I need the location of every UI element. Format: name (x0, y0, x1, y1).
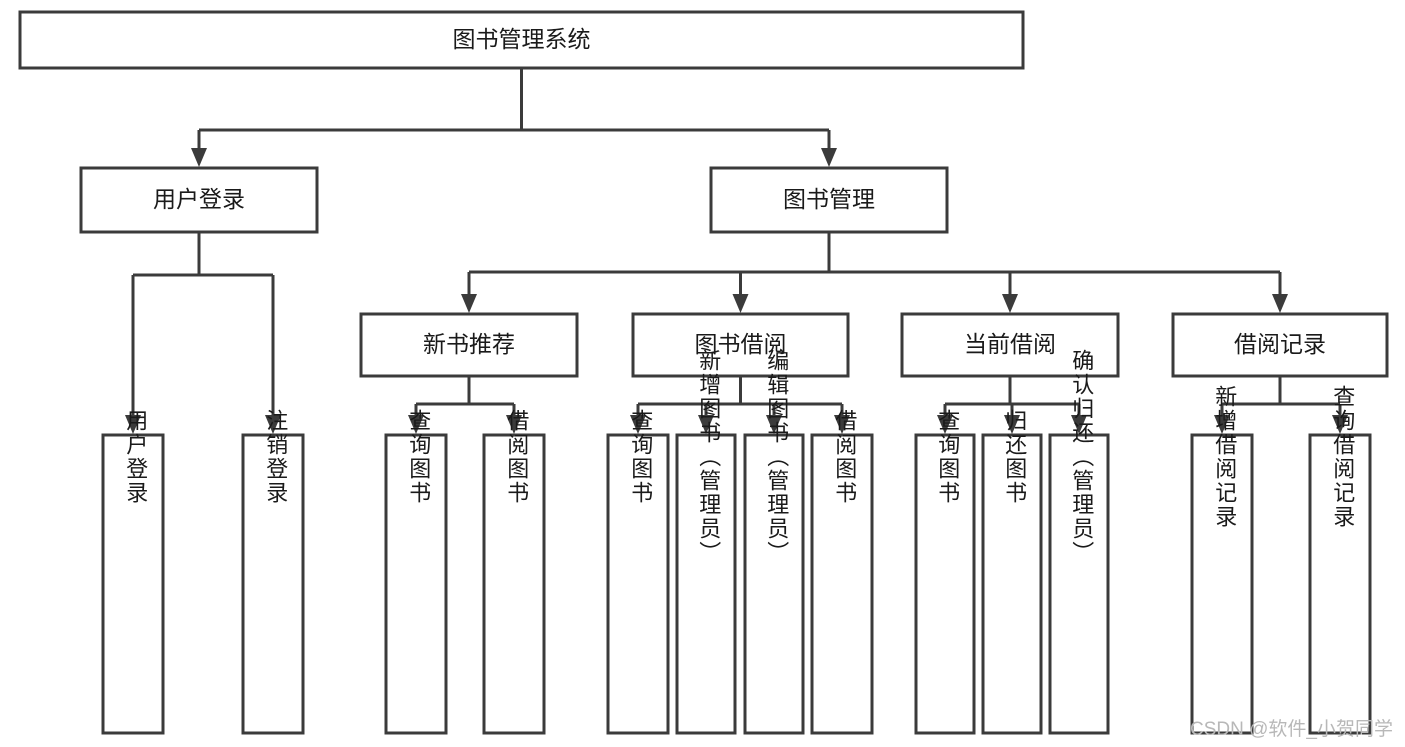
nodes-layer: 图书管理系统用户登录图书管理新书推荐图书借阅当前借阅借阅记录用户登录注销登录查询… (18, 10, 1389, 735)
node-box-borrow-1[interactable] (606, 433, 670, 735)
node-borrow-1[interactable]: 查询图书 (606, 409, 670, 735)
node-login-1[interactable]: 用户登录 (101, 409, 165, 735)
node-record[interactable]: 借阅记录 (1171, 312, 1389, 378)
node-current-3[interactable]: 确认归还（管理员） (1048, 349, 1110, 735)
node-box-record-1[interactable] (1190, 433, 1254, 735)
node-current-2[interactable]: 归还图书 (981, 409, 1043, 735)
node-record-2[interactable]: 查询借阅记录 (1308, 385, 1372, 735)
node-box-root[interactable] (18, 10, 1025, 70)
node-label-record-1: 新增借阅记录 (1212, 385, 1237, 529)
node-box-newbook-1[interactable] (384, 433, 448, 735)
node-label-login: 用户登录 (153, 186, 245, 212)
node-newbook-1[interactable]: 查询图书 (384, 409, 448, 735)
edge-current-to-current-3 (1008, 376, 1087, 434)
node-box-newbook[interactable] (359, 312, 579, 378)
node-box-login-2[interactable] (241, 433, 305, 735)
node-login-2[interactable]: 注销登录 (241, 409, 305, 735)
node-box-bookmgmt[interactable] (709, 166, 949, 234)
node-label-borrow-2: 新增图书（管理员） (696, 349, 721, 565)
edge-record-to-record-2 (1278, 376, 1348, 434)
node-borrow[interactable]: 图书借阅 (631, 312, 850, 378)
node-box-borrow-3[interactable] (743, 433, 805, 735)
edge-root-to-login (191, 68, 523, 167)
node-label-newbook: 新书推荐 (423, 331, 515, 357)
node-box-newbook-2[interactable] (482, 433, 546, 735)
edge-login-to-login-2 (197, 232, 281, 434)
node-login[interactable]: 用户登录 (79, 166, 319, 234)
node-borrow-3[interactable]: 编辑图书（管理员） (743, 349, 805, 735)
node-label-newbook-2: 借阅图书 (504, 409, 529, 505)
node-label-borrow-1: 查询图书 (628, 409, 653, 505)
edges-layer (125, 68, 1348, 434)
node-box-borrow-2[interactable] (675, 433, 737, 735)
node-label-borrow: 图书借阅 (695, 331, 787, 357)
node-box-login-1[interactable] (101, 433, 165, 735)
node-label-current-1: 查询图书 (935, 409, 960, 505)
node-root[interactable]: 图书管理系统 (18, 10, 1025, 70)
node-borrow-2[interactable]: 新增图书（管理员） (675, 349, 737, 735)
node-record-1[interactable]: 新增借阅记录 (1190, 385, 1254, 735)
node-current-1[interactable]: 查询图书 (914, 409, 976, 735)
node-box-current[interactable] (900, 312, 1120, 378)
node-label-current-2: 归还图书 (1002, 409, 1027, 505)
node-label-borrow-4: 借阅图书 (832, 409, 857, 505)
edge-root-to-bookmgmt (520, 68, 837, 167)
edge-bookmgmt-to-borrow (732, 232, 831, 313)
edge-borrow-to-borrow-4 (739, 376, 850, 434)
node-label-borrow-3: 编辑图书（管理员） (764, 349, 789, 565)
node-box-borrow[interactable] (631, 312, 850, 378)
node-bookmgmt[interactable]: 图书管理 (709, 166, 949, 234)
node-newbook[interactable]: 新书推荐 (359, 312, 579, 378)
node-box-current-3[interactable] (1048, 433, 1110, 735)
node-label-login-2: 注销登录 (263, 409, 288, 505)
node-box-borrow-4[interactable] (810, 433, 874, 735)
node-label-login-1: 用户登录 (123, 409, 148, 505)
edge-newbook-to-newbook-2 (467, 376, 522, 434)
node-box-current-1[interactable] (914, 433, 976, 735)
node-label-newbook-1: 查询图书 (406, 409, 431, 505)
node-box-current-2[interactable] (981, 433, 1043, 735)
node-label-root: 图书管理系统 (453, 26, 591, 52)
node-box-record-2[interactable] (1308, 433, 1372, 735)
node-label-record-2: 查询借阅记录 (1330, 385, 1355, 529)
node-label-current-3: 确认归还（管理员） (1069, 349, 1094, 565)
node-newbook-2[interactable]: 借阅图书 (482, 409, 546, 735)
node-current[interactable]: 当前借阅 (900, 312, 1120, 378)
node-box-login[interactable] (79, 166, 319, 234)
edge-bookmgmt-to-record (827, 232, 1288, 313)
node-box-record[interactable] (1171, 312, 1389, 378)
node-label-current: 当前借阅 (964, 331, 1056, 357)
node-label-record: 借阅记录 (1234, 331, 1326, 357)
node-borrow-4[interactable]: 借阅图书 (810, 409, 874, 735)
edge-login-to-login-1 (125, 232, 201, 434)
node-label-bookmgmt: 图书管理 (783, 186, 875, 212)
